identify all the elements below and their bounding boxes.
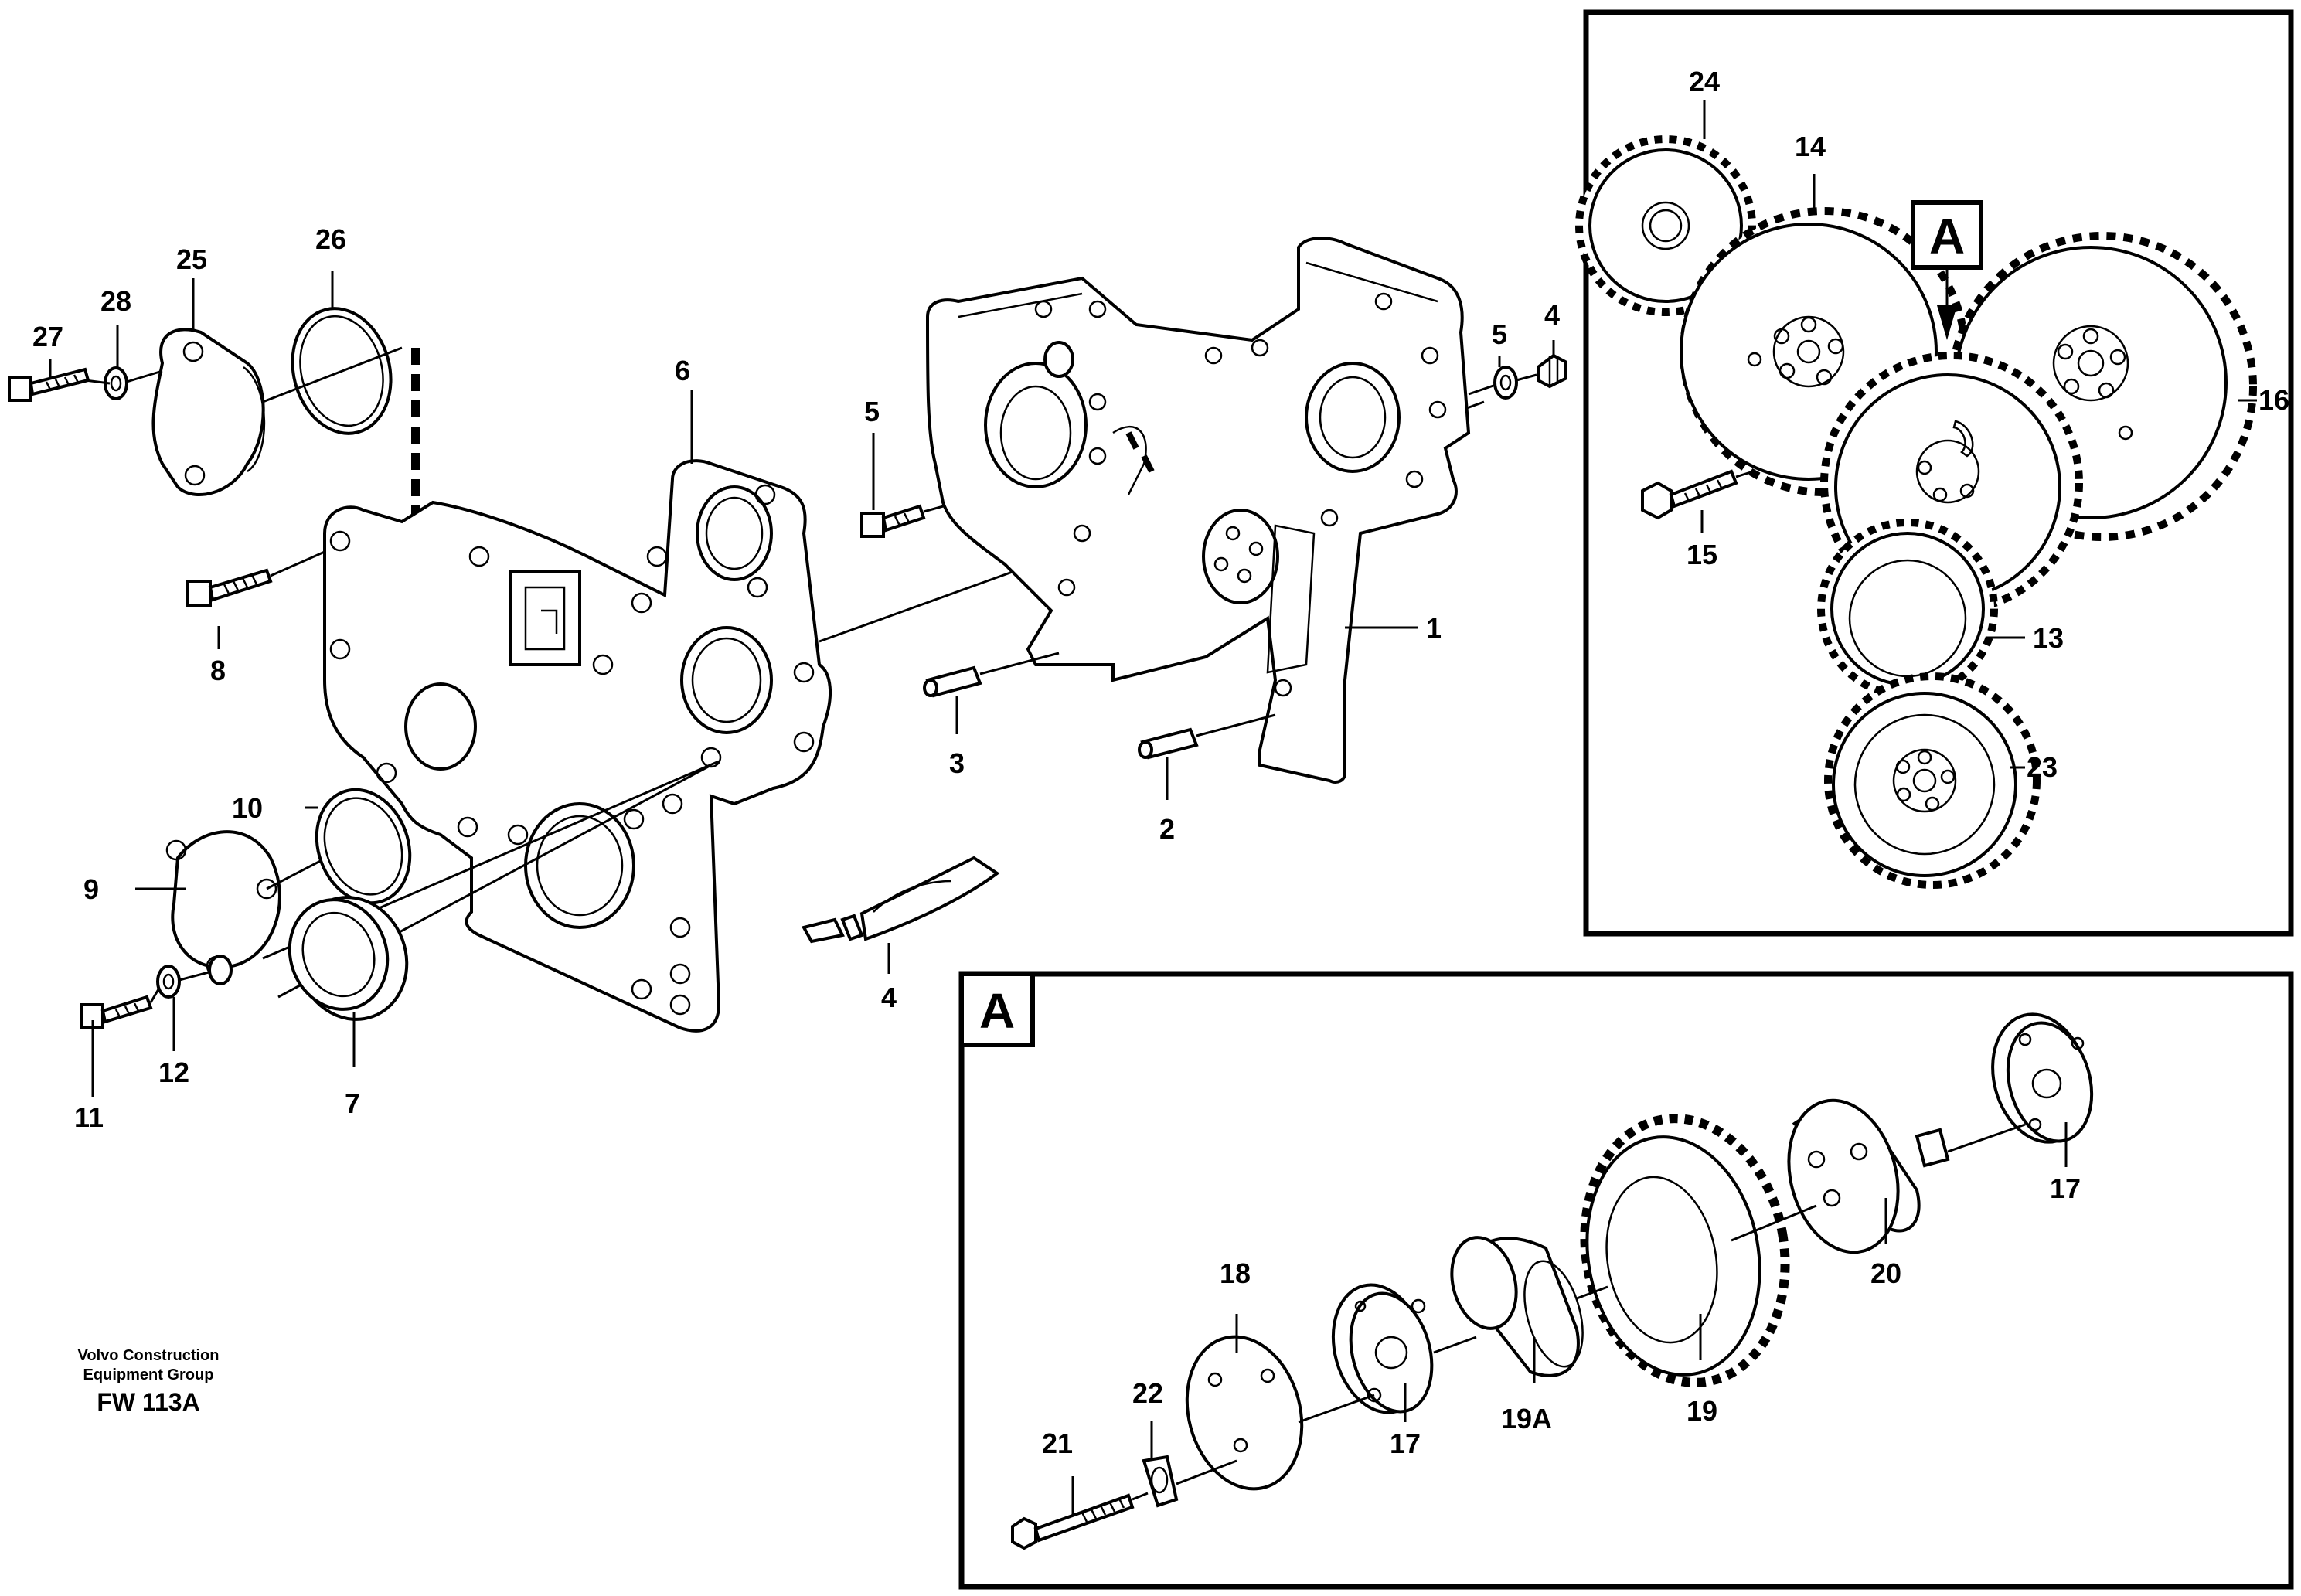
label-6: 6 [675, 355, 690, 386]
label-9: 9 [83, 873, 99, 905]
label-15: 15 [1687, 539, 1717, 570]
label-23: 23 [2027, 751, 2058, 783]
label-19a: 19A [1501, 1403, 1552, 1434]
leader-lines [49, 100, 2257, 1515]
label-8: 8 [210, 655, 226, 686]
label-22: 22 [1132, 1377, 1163, 1409]
thrust-plate-18 [1185, 1335, 1304, 1491]
label-11: 11 [74, 1101, 104, 1133]
callout-a-top: A [1929, 209, 1965, 264]
label-2: 2 [1159, 813, 1175, 845]
bolt-5-center [860, 504, 926, 538]
hub-20 [1787, 1098, 1950, 1254]
washer-5-right [1493, 366, 1518, 400]
label-19: 19 [1687, 1395, 1717, 1427]
timing-case-1 [925, 237, 1471, 784]
timing-cover-6 [323, 459, 832, 1033]
bolt-21 [1011, 1493, 1135, 1550]
callout-a-bottom: A [979, 983, 1015, 1039]
label-20: 20 [1870, 1257, 1901, 1289]
bolt-27 [8, 367, 90, 402]
washer-12 [156, 965, 181, 999]
label-17-left: 17 [1390, 1428, 1421, 1459]
o-ring-10 [315, 788, 412, 905]
dowel-pin-2 [1138, 727, 1199, 760]
footer-figure-code: FW 113A [97, 1388, 199, 1416]
callout-a-bottom-box [959, 972, 1035, 1047]
cover-plate-25 [151, 328, 266, 496]
seal-ring-7 [288, 896, 409, 1021]
cover-9 [165, 830, 281, 977]
label-12: 12 [158, 1057, 189, 1088]
label-26: 26 [315, 223, 346, 255]
label-24: 24 [1689, 66, 1720, 97]
bushing-19a [1450, 1236, 1584, 1377]
footer-company-line1: Volvo Construction [78, 1347, 220, 1364]
label-25: 25 [176, 243, 207, 275]
label-4-plug: 4 [1544, 299, 1560, 331]
label-21: 21 [1042, 1428, 1073, 1459]
gear-23 [1824, 672, 2041, 889]
label-17-right: 17 [2050, 1172, 2081, 1204]
idler-gear-19 [1580, 1114, 1790, 1387]
thrust-washer-17-right [1991, 1012, 2094, 1144]
label-28: 28 [100, 285, 131, 317]
label-16: 16 [2258, 384, 2289, 416]
thrust-washer-17-left [1331, 1283, 1434, 1414]
label-1: 1 [1426, 612, 1442, 644]
label-18: 18 [1220, 1257, 1251, 1289]
label-3: 3 [949, 747, 965, 779]
footer-company-line2: Equipment Group [83, 1366, 214, 1383]
sealant-tube-4 [801, 856, 1000, 944]
label-27: 27 [32, 321, 63, 352]
washer-22 [1142, 1455, 1179, 1508]
bolt-8 [186, 568, 273, 607]
label-4-sealant: 4 [881, 982, 897, 1013]
gear-idler-center [1820, 352, 2083, 614]
label-5-center: 5 [864, 396, 880, 427]
label-10: 10 [232, 792, 263, 824]
bolt-15 [1641, 469, 1738, 520]
gear-13 [1817, 519, 1998, 699]
label-14: 14 [1795, 131, 1826, 162]
plug-4 [1537, 353, 1567, 389]
label-5-right: 5 [1492, 318, 1507, 350]
gear-train-detail-frame [1583, 9, 2294, 937]
label-7: 7 [345, 1087, 360, 1119]
dowel-pin-3 [923, 665, 982, 698]
idler-gear-detail-frame [958, 971, 2294, 1590]
label-13: 13 [2033, 622, 2064, 654]
